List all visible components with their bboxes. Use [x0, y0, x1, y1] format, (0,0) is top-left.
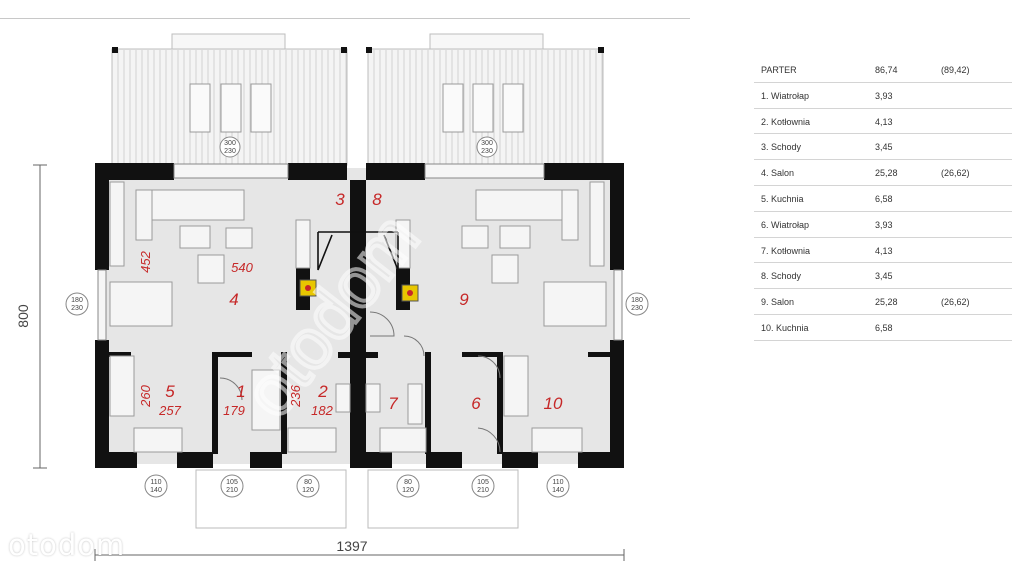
svg-text:230: 230: [481, 148, 493, 155]
floor-plan: otodom 800 1397 540 452 260 257 179 236 …: [15, 33, 649, 561]
opening-tag-bottom-1: 110 140: [144, 474, 168, 498]
door-swings: [219, 311, 501, 453]
room-area-row: 3. Schody 3,45: [754, 134, 1012, 161]
room-area-row: 10. Kuchnia 6,58: [754, 315, 1012, 341]
dim-540: 540: [231, 260, 253, 275]
room-name: 4. Salon: [761, 168, 795, 179]
room-area-row: 6. Wiatrołap 3,93: [754, 212, 1012, 238]
brand-watermark: otodom: [8, 528, 126, 562]
room-area: 4,13: [875, 116, 893, 127]
svg-text:180: 180: [631, 297, 643, 304]
room-area-row: 7. Kotłownia 4,13: [754, 238, 1012, 264]
room-area: 3,45: [875, 142, 893, 153]
room-name: 6. Wiatrołap: [761, 219, 810, 230]
svg-text:140: 140: [150, 487, 162, 494]
svg-text:230: 230: [631, 305, 643, 312]
room-area-row: 2. Kotłownia 4,13: [754, 109, 1012, 135]
room-number-7: 7: [388, 394, 398, 413]
room-area-table: PARTER 86,74 (89,42) 1. Wiatrołap 3,93 2. Kot…: [754, 57, 1012, 341]
room-number-2: 2: [317, 382, 328, 401]
room-area: 4,13: [875, 245, 893, 256]
svg-text:140: 140: [552, 487, 564, 494]
opening-tag-window-right: 180 230: [625, 292, 649, 316]
room-area: 6,58: [875, 322, 893, 333]
svg-text:180: 180: [71, 297, 83, 304]
room-area-row: PARTER 86,74 (89,42): [754, 57, 1012, 83]
room-name: 9. Salon: [761, 297, 795, 308]
opening-tags: 300 230 300 230 180 230 180 230 110 140 …: [65, 136, 649, 498]
room-number-6: 6: [471, 394, 481, 413]
svg-text:120: 120: [402, 487, 414, 494]
opening-tag-terrace-left: 300 230: [219, 136, 241, 158]
room-area: 6,58: [875, 193, 893, 204]
opening-tag-bottom-2: 105 210: [220, 474, 244, 498]
svg-text:105: 105: [477, 479, 489, 486]
stair-arrows: [317, 231, 399, 271]
dim-182: 182: [311, 403, 333, 418]
room-area-extended: (26,62): [941, 168, 970, 179]
room-area: 25,28: [875, 297, 898, 308]
dim-257: 257: [158, 403, 181, 418]
opening-tag-bottom-6: 110 140: [546, 474, 570, 498]
svg-text:230: 230: [71, 305, 83, 312]
svg-text:300: 300: [481, 140, 493, 147]
room-area-row: 4. Salon 25,28 (26,62): [754, 160, 1012, 186]
room-number-1: 1: [236, 382, 245, 401]
svg-text:80: 80: [404, 479, 412, 486]
dim-452: 452: [138, 250, 153, 272]
opening-tag-terrace-right: 300 230: [476, 136, 498, 158]
opening-tag-bottom-3: 80 120: [296, 474, 320, 498]
svg-text:210: 210: [477, 487, 489, 494]
dimension-lines: [33, 164, 625, 561]
opening-tag-window-left: 180 230: [65, 292, 89, 316]
room-name: 8. Schody: [761, 271, 802, 282]
room-number-9: 9: [459, 290, 469, 309]
svg-text:110: 110: [150, 479, 161, 486]
room-area-extended: (89,42): [941, 65, 970, 75]
room-name: PARTER: [761, 65, 797, 75]
opening-tag-bottom-4: 80 120: [396, 474, 420, 498]
furniture: [109, 181, 607, 453]
svg-text:110: 110: [552, 479, 563, 486]
room-number-5: 5: [165, 382, 175, 401]
dim-179: 179: [223, 403, 245, 418]
overall-width-label: 1397: [336, 538, 367, 554]
dim-260: 260: [138, 384, 153, 407]
svg-text:80: 80: [304, 479, 312, 486]
room-area: 25,28: [875, 168, 898, 179]
room-area-row: 5. Kuchnia 6,58: [754, 186, 1012, 212]
svg-text:120: 120: [302, 487, 314, 494]
room-name: 7. Kotłownia: [761, 245, 811, 256]
room-area-row: 8. Schody 3,45: [754, 263, 1012, 290]
room-numbers: 1 2 3 4 5 6 7 8 9 10: [165, 190, 563, 413]
svg-text:105: 105: [226, 479, 238, 486]
top-divider: [0, 18, 690, 19]
interior-dimensions: 540 452 260 257 179 236 182: [138, 250, 334, 418]
opening-tag-bottom-5: 105 210: [471, 474, 495, 498]
svg-text:210: 210: [226, 487, 238, 494]
room-number-3: 3: [335, 190, 345, 209]
room-area: 86,74: [875, 65, 898, 75]
dim-236: 236: [288, 384, 303, 407]
room-area: 3,93: [875, 219, 893, 230]
overall-height-label: 800: [15, 304, 31, 328]
svg-text:300: 300: [224, 140, 236, 147]
room-name: 10. Kuchnia: [761, 322, 809, 333]
room-name: 2. Kotłownia: [761, 116, 811, 127]
room-name: 3. Schody: [761, 142, 802, 153]
windows: [97, 163, 623, 341]
room-area-row: 1. Wiatrołap 3,93: [754, 83, 1012, 109]
room-number-8: 8: [372, 190, 382, 209]
room-area: 3,45: [875, 271, 893, 282]
room-number-4: 4: [229, 290, 238, 309]
room-area-extended: (26,62): [941, 297, 970, 308]
room-name: 1. Wiatrołap: [761, 90, 810, 101]
room-area-row: 9. Salon 25,28 (26,62): [754, 289, 1012, 315]
room-name: 5. Kuchnia: [761, 193, 804, 204]
svg-text:230: 230: [224, 148, 236, 155]
room-area: 3,93: [875, 90, 893, 101]
room-number-10: 10: [544, 394, 563, 413]
walls: [95, 163, 624, 468]
